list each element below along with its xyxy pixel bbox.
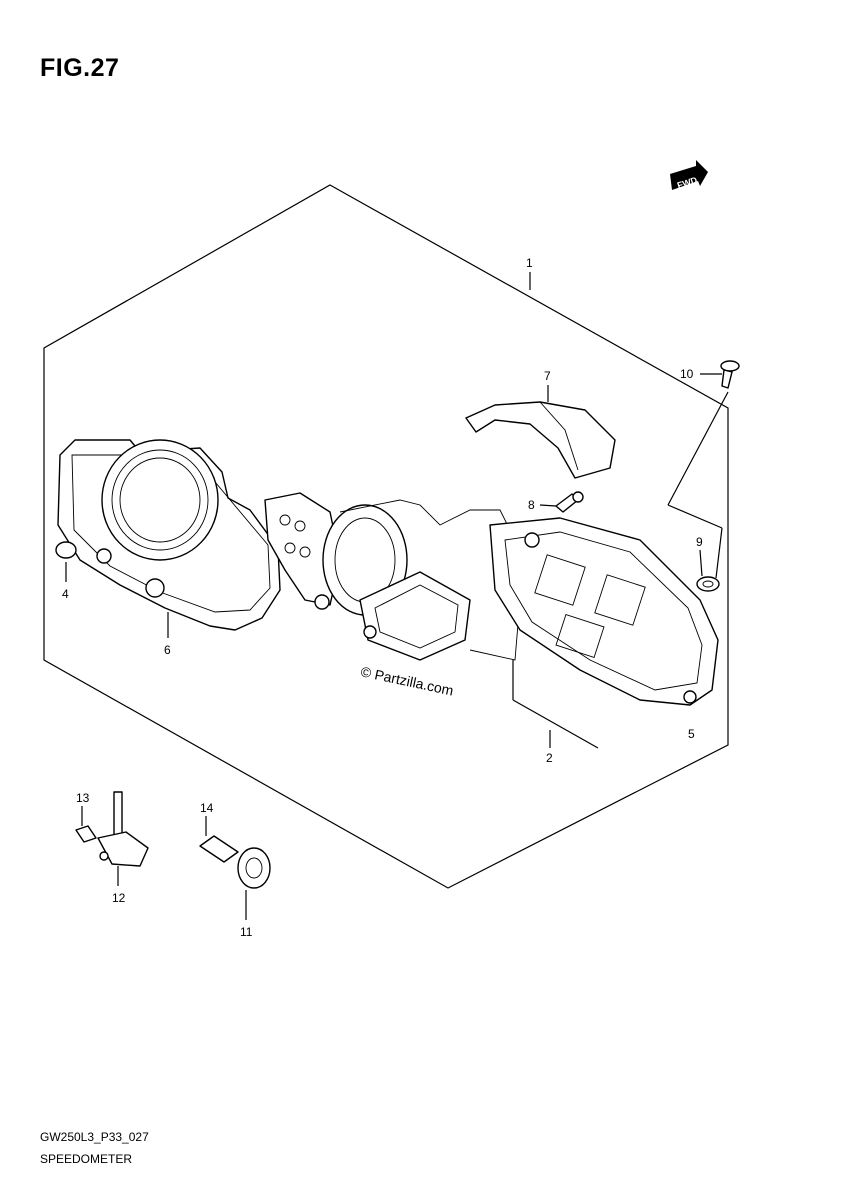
figure-title: FIG.27 (40, 54, 120, 82)
callout-1: 1 (526, 256, 533, 270)
part-2-meter-assembly[interactable] (264, 492, 521, 661)
leader-lines (65, 272, 729, 920)
callout-2: 2 (546, 751, 553, 765)
part-5-rear-case[interactable] (489, 517, 719, 706)
part-8-screw[interactable] (555, 491, 584, 513)
part-6-front-cover[interactable] (57, 439, 281, 631)
diagram-code: GW250L3_P33_027 (40, 1130, 149, 1144)
callout-11: 11 (240, 925, 253, 939)
assembly-outline (43, 184, 729, 889)
fwd-arrow-icon[interactable]: FWD (670, 160, 708, 191)
part-7-visor[interactable] (465, 401, 616, 479)
part-11-collar[interactable] (237, 847, 271, 889)
callout-9: 9 (696, 535, 703, 549)
callout-7: 7 (544, 369, 551, 383)
watermark: © Partzilla.com (359, 663, 455, 698)
callout-13: 13 (76, 791, 90, 805)
callout-5: 5 (688, 727, 695, 741)
part-12-sensor[interactable] (97, 791, 149, 867)
callout-12: 12 (112, 891, 126, 905)
part-4-cap[interactable] (55, 541, 77, 559)
part-9-grommet[interactable] (696, 576, 720, 592)
part-14-bolt[interactable] (199, 835, 239, 863)
callout-6: 6 (164, 643, 171, 657)
callout-8: 8 (528, 498, 535, 512)
diagram-name: SPEEDOMETER (40, 1152, 133, 1166)
part-10-screw[interactable] (720, 360, 740, 389)
callout-10: 10 (680, 367, 694, 381)
part-13-bolt[interactable] (75, 825, 97, 843)
callout-4: 4 (62, 587, 69, 601)
callout-14: 14 (200, 801, 214, 815)
